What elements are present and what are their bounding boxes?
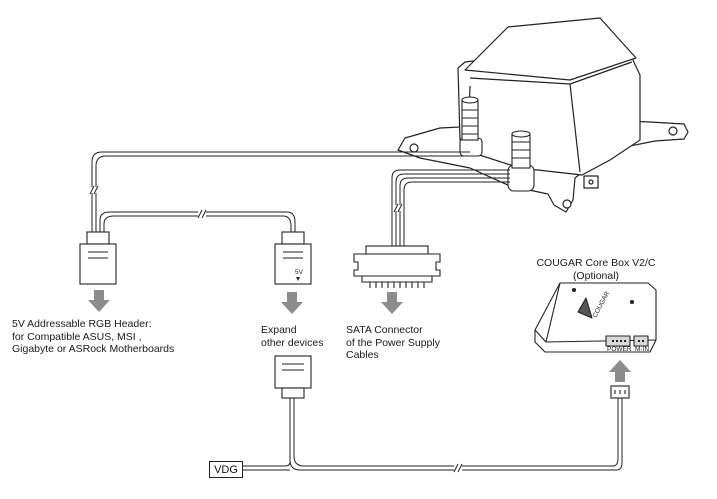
up-arrow-icon bbox=[609, 360, 631, 382]
rgb-header-line-1: 5V Addressable RGB Header: bbox=[12, 318, 152, 330]
rgb-header-label: 5V Addressable RGB Header: for Compatibl… bbox=[12, 318, 174, 356]
argb-header-connector bbox=[79, 231, 117, 285]
power-port-label: POWER bbox=[607, 346, 632, 353]
expand-device-plug bbox=[274, 355, 312, 399]
min-port-label: M-IN bbox=[635, 346, 649, 353]
fitting-right-icon bbox=[507, 130, 535, 192]
expand-line-2: other devices bbox=[261, 336, 324, 349]
expand-line-1: Expand bbox=[261, 324, 297, 336]
sata-line-2: of the Power Supply bbox=[346, 336, 440, 349]
sata-line-1: SATA Connector bbox=[346, 324, 423, 336]
m-in-plug bbox=[610, 385, 630, 399]
down-arrow-icon bbox=[88, 290, 110, 312]
pump-block-icon bbox=[397, 17, 689, 213]
rgb-header-line-3: Gigabyte or ASRock Motherboards bbox=[12, 343, 175, 355]
rgb-header-line-2: for Compatible ASUS, MSI , bbox=[12, 330, 142, 343]
core-box-line-2: (Optional) bbox=[572, 269, 620, 282]
sata-label: SATA Connector of the Power Supply Cable… bbox=[346, 324, 440, 362]
down-arrow-icon bbox=[281, 292, 303, 314]
expand-label: Expand other devices bbox=[261, 324, 323, 349]
core-box-line-1: COUGAR Core Box V2/C bbox=[536, 257, 656, 269]
sata-line-3: Cables bbox=[346, 349, 379, 361]
sata-connector bbox=[353, 245, 441, 288]
core-box-device bbox=[534, 282, 657, 353]
down-arrow-icon bbox=[381, 292, 403, 314]
cable-bundle bbox=[91, 151, 623, 471]
five-v-mark: 5V bbox=[295, 269, 304, 276]
expand-5v-connector bbox=[274, 231, 312, 285]
vdg-label: VDG bbox=[209, 461, 243, 478]
core-box-label: COUGAR Core Box V2/C (Optional) bbox=[528, 257, 664, 282]
